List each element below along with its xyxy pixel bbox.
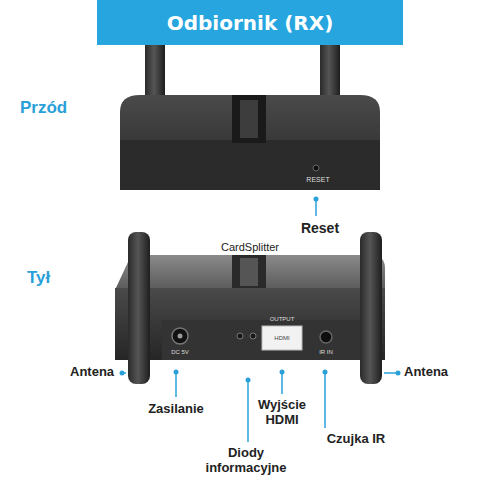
callout-label: Antena — [404, 365, 448, 380]
device-print: HDMI — [274, 335, 289, 342]
watermark: CardSplitter — [221, 241, 279, 254]
callout-label: Czujka IR — [327, 432, 386, 447]
title-text: Odbiornik (RX) — [167, 11, 334, 35]
view-label: Przód — [20, 98, 67, 118]
callout-label: Zasilanie — [148, 402, 204, 417]
callout-label: Antena — [70, 365, 114, 380]
view-label: Tył — [27, 268, 50, 288]
callout-label: Diody informacyjne — [196, 446, 296, 476]
title-banner: Odbiornik (RX) — [97, 0, 403, 45]
callout-label: Wyjście HDMI — [250, 398, 314, 428]
device-print: OUTPUT — [270, 316, 295, 323]
callout-label: Reset — [301, 220, 339, 236]
device-print: IR IN — [319, 349, 333, 356]
device-print: DC 5V — [171, 349, 189, 356]
device-print: RESET — [306, 176, 329, 184]
